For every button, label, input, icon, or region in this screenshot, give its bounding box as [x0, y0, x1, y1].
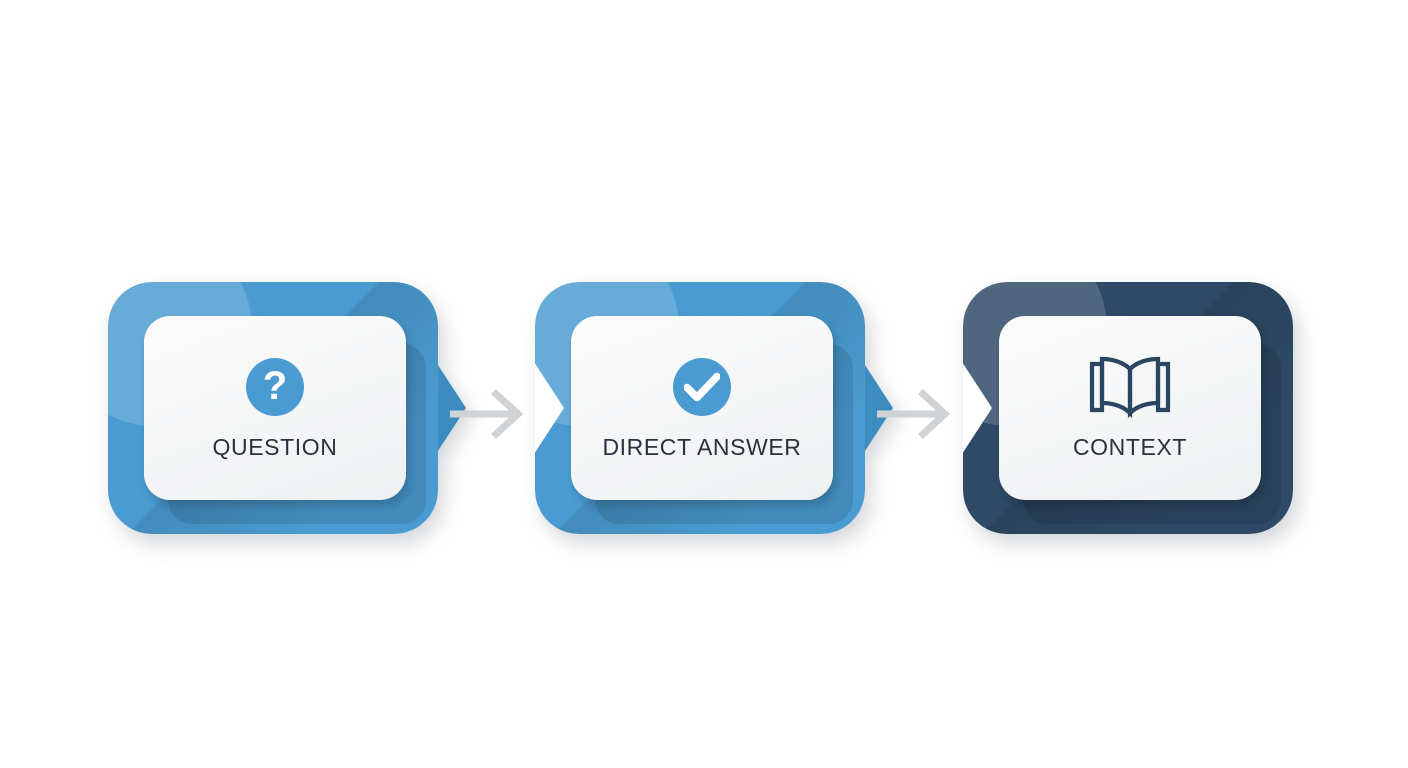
- step-card[interactable]: CONTEXT: [999, 316, 1261, 500]
- arrow-right-icon: [450, 389, 524, 439]
- step-label-question: QUESTION: [212, 433, 338, 460]
- flow-step-direct-answer[interactable]: DIRECT ANSWER: [535, 282, 893, 534]
- step-icon-slot: [672, 356, 731, 418]
- question-mark-circle-icon: ?: [245, 357, 304, 416]
- flow-step-context[interactable]: CONTEXT: [963, 282, 1293, 534]
- flow-step-question[interactable]: ? QUESTION: [108, 282, 466, 534]
- step-card-content: CONTEXT: [1073, 356, 1187, 461]
- connector-arrow-2: [875, 388, 953, 440]
- step-label-direct-answer: DIRECT ANSWER: [602, 433, 802, 460]
- question-mark-glyph: ?: [262, 363, 288, 408]
- connector-arrow-1: [448, 388, 526, 440]
- arrow-right-icon: [877, 389, 951, 439]
- step-icon-slot: ?: [245, 356, 304, 418]
- step-card-content: DIRECT ANSWER: [602, 356, 801, 461]
- step-card[interactable]: DIRECT ANSWER: [571, 316, 833, 500]
- step-label-context: CONTEXT: [1072, 433, 1188, 460]
- step-card[interactable]: ? QUESTION: [144, 316, 406, 500]
- check-mark-glyph: [683, 372, 720, 401]
- step-card-content: ? QUESTION: [213, 356, 338, 461]
- check-circle-icon: [672, 357, 731, 416]
- step-icon-slot: [1086, 356, 1174, 418]
- open-book-icon: [1089, 356, 1171, 418]
